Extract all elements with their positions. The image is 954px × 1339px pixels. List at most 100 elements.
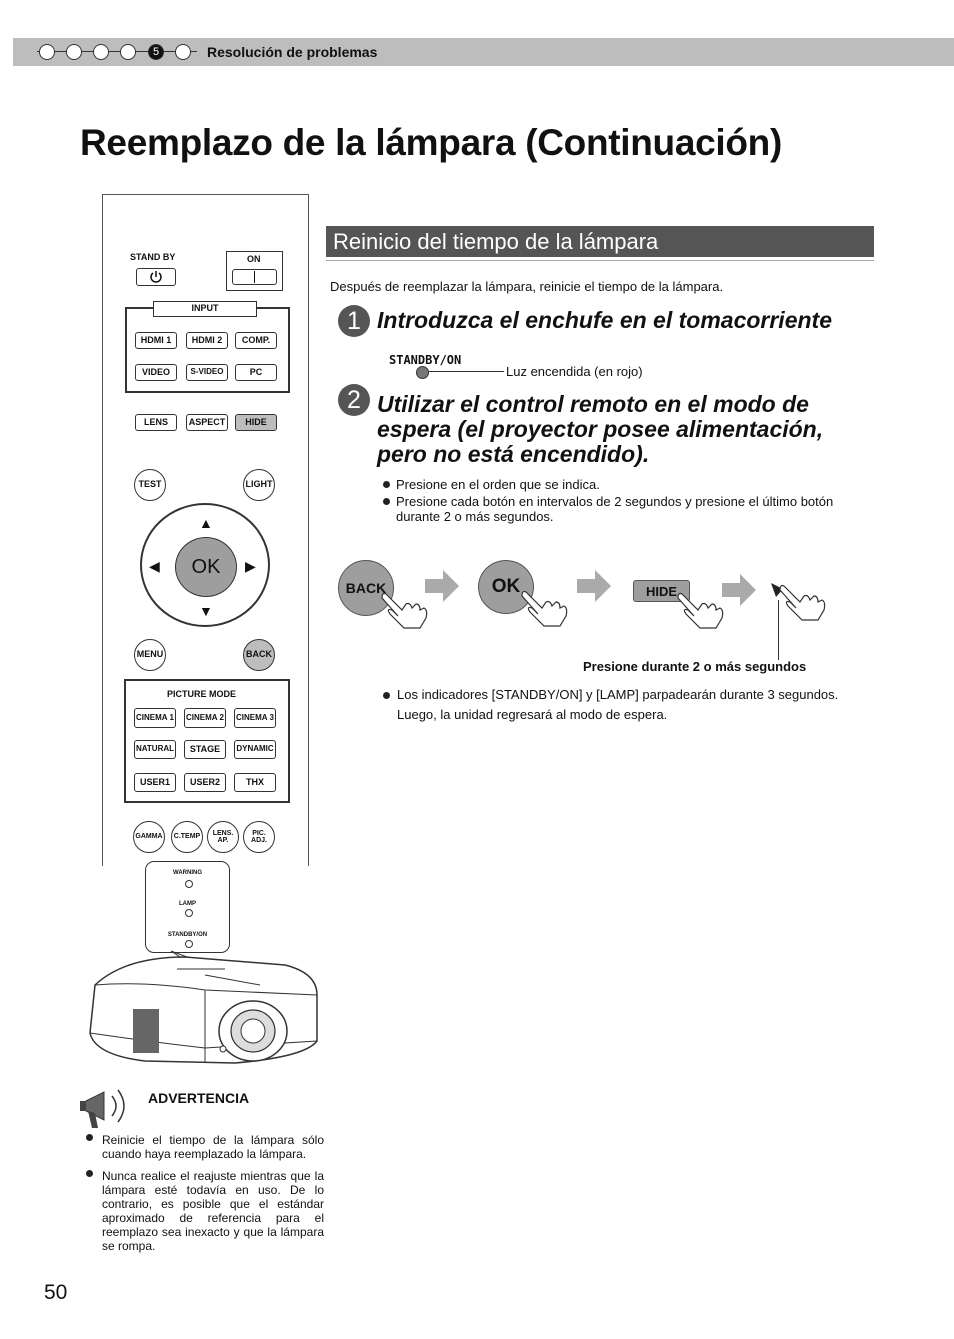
- hold-pointer-icon: [771, 583, 826, 621]
- warning-title: ADVERTENCIA: [148, 1090, 250, 1106]
- standby-label: STAND BY: [130, 252, 176, 262]
- on-label: ON: [247, 254, 261, 264]
- note-line-2: Luego, la unidad regresará al modo de es…: [397, 707, 668, 722]
- step2-bullet-text-3: durante 2 o más segundos.: [396, 509, 554, 524]
- hdmi2-button: HDMI 2: [186, 332, 228, 349]
- user2-button: USER2: [184, 773, 226, 792]
- remote-control-illustration: STAND BY ON INPUT HDMI 1 HDMI 2 COMP. VI…: [102, 194, 309, 866]
- warning-indicator-label: WARNING: [173, 870, 202, 876]
- dynamic-button: DYNAMIC: [234, 740, 276, 759]
- page-number: 50: [44, 1281, 68, 1304]
- on-button-frame: ON: [226, 251, 283, 291]
- step2-bullet-2: [383, 498, 390, 505]
- section-heading: Reinicio del tiempo de la lámpara: [326, 226, 874, 257]
- hold-caption: Presione durante 2 o más segundos: [583, 659, 807, 674]
- gamma-button: GAMMA: [133, 821, 165, 853]
- thx-button: THX: [234, 773, 276, 792]
- input-label: INPUT: [153, 301, 257, 317]
- svideo-button: S-VIDEO: [186, 364, 228, 381]
- comp-button: COMP.: [235, 332, 277, 349]
- pc-button: PC: [235, 364, 277, 381]
- arrow-up-icon: ▲: [199, 515, 213, 531]
- cinema1-button: CINEMA 1: [134, 708, 176, 728]
- standby-on-label: STANDBY/ON: [389, 353, 462, 367]
- warning-item-1: Reinicie el tiempo de la lámpara sólo cu…: [102, 1133, 324, 1161]
- standby-leader-line: [428, 371, 504, 372]
- standby-button: [136, 268, 176, 286]
- standby-led-caption: Luz encendida (en rojo): [506, 364, 643, 379]
- cinema2-button: CINEMA 2: [184, 708, 226, 728]
- arrow-left-icon: ◀: [149, 558, 160, 574]
- page-title: Reemplazo de la lámpara (Continuación): [80, 122, 783, 163]
- menu-button: MENU: [134, 639, 166, 671]
- on-button: [232, 269, 277, 285]
- sequence-back-button: BACK: [338, 560, 394, 616]
- step2-title-line-3: pero no está encendido).: [377, 441, 650, 467]
- chapter-dot-4: [120, 44, 136, 60]
- chapter-dot-1: [39, 44, 55, 60]
- step2-bullet-1: [383, 481, 390, 488]
- pressing-hand-icon: [521, 590, 568, 627]
- step2-bullet-text-2: Presione cada botón en intervalos de 2 s…: [396, 494, 834, 509]
- ctemp-button: C.TEMP: [171, 821, 203, 853]
- direction-pad: [140, 503, 270, 627]
- sequence-hide-button: HIDE: [633, 580, 690, 602]
- step1-number: 1: [338, 305, 370, 337]
- warning-item-2: Nunca realice el reajuste mientras que l…: [102, 1169, 324, 1253]
- chapter-dot-2: [66, 44, 82, 60]
- warning-indicator-led: [185, 880, 193, 888]
- picture-mode-box: [124, 679, 290, 803]
- sequence-ok-button: OK: [478, 560, 534, 614]
- step2-number: 2: [338, 384, 370, 416]
- picture-mode-label: PICTURE MODE: [167, 689, 237, 699]
- back-button: BACK: [243, 639, 275, 671]
- lens-button: LENS: [135, 414, 177, 431]
- chapter-header-bar: 5 Resolución de problemas: [13, 38, 954, 66]
- warning-bullet-1: [86, 1134, 93, 1141]
- standby-led-icon: [416, 366, 429, 379]
- standby-indicator-led: [185, 940, 193, 948]
- standby-indicator-label: STANDBY/ON: [167, 932, 208, 938]
- cinema3-button: CINEMA 3: [234, 708, 276, 728]
- hide-button: HIDE: [235, 414, 277, 431]
- light-button: LIGHT: [243, 469, 275, 501]
- step2-bullet-text-1: Presione en el orden que se indica.: [396, 477, 600, 492]
- sequence-arrow-icon-2: [577, 570, 611, 602]
- pressing-hand-icon: [381, 592, 428, 629]
- step1-title: Introduzca el enchufe en el tomacorrient…: [377, 307, 832, 333]
- chapter-section-title: Resolución de problemas: [207, 44, 378, 60]
- section-heading-underline: [326, 260, 874, 261]
- chapter-progress-line: [37, 51, 197, 52]
- natural-button: NATURAL: [134, 740, 176, 759]
- hdmi1-button: HDMI 1: [135, 332, 177, 349]
- note-bullet: [383, 692, 390, 699]
- warning-bullet-2: [86, 1170, 93, 1177]
- chapter-dot-3: [93, 44, 109, 60]
- aspect-button: ASPECT: [186, 414, 228, 431]
- power-icon: [150, 271, 162, 283]
- chapter-dot-6: [175, 44, 191, 60]
- hold-leader-line: [778, 600, 779, 660]
- stage-button: STAGE: [184, 740, 226, 759]
- user1-button: USER1: [134, 773, 176, 792]
- sequence-arrow-icon-1: [425, 570, 459, 602]
- video-button: VIDEO: [135, 364, 177, 381]
- arrow-down-icon: ▼: [199, 603, 213, 619]
- ok-button: OK: [175, 537, 237, 597]
- step2-title-line-1: Utilizar el control remoto en el modo de: [377, 391, 809, 417]
- megaphone-icon: [80, 1089, 125, 1128]
- arrow-right-icon: ▶: [245, 558, 256, 574]
- pressing-hand-icon: [677, 592, 724, 629]
- chapter-dot-active: 5: [148, 44, 164, 60]
- pic-adj-button: PIC. ADJ.: [243, 821, 275, 853]
- test-button: TEST: [134, 469, 166, 501]
- sequence-arrow-icon-3: [722, 574, 756, 606]
- section-intro: Después de reemplazar la lámpara, reinic…: [330, 279, 724, 294]
- indicator-callout: WARNING LAMP STANDBY/ON: [145, 861, 230, 953]
- step2-title-line-2: espera (el proyector posee alimentación,: [377, 416, 824, 442]
- note-line-1: Los indicadores [STANDBY/ON] y [LAMP] pa…: [397, 687, 839, 702]
- lamp-indicator-label: LAMP: [179, 901, 196, 907]
- lamp-indicator-led: [185, 909, 193, 917]
- projector-illustration: [89, 950, 318, 1064]
- lens-ap-button: LENS. AP.: [207, 821, 239, 853]
